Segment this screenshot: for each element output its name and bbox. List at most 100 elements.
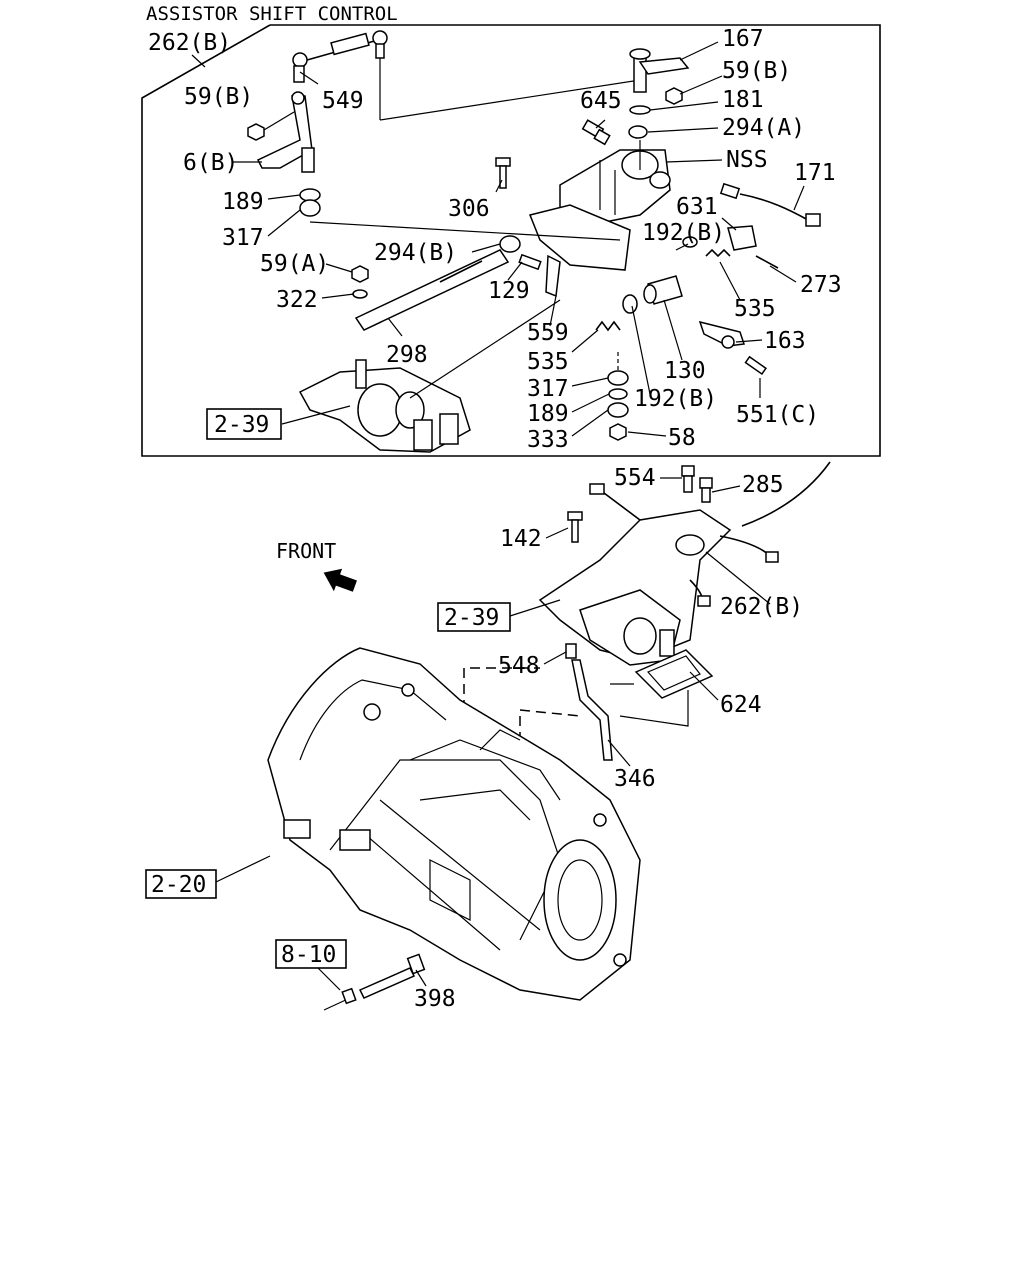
spring-535-a	[705, 248, 731, 258]
pin-129	[518, 253, 542, 271]
callout-262b-top: 262(B)	[148, 30, 231, 56]
leader-262b-top	[191, 54, 206, 68]
bushing-317-b	[607, 370, 629, 386]
callout-548: 548	[498, 653, 540, 679]
callout-192b-b: 192(B)	[634, 386, 717, 412]
callout-559: 559	[527, 320, 569, 346]
fitting-548	[565, 643, 577, 659]
washer-189-a	[299, 188, 321, 202]
callout-322: 322	[276, 287, 318, 313]
callout-189-b: 189	[527, 401, 569, 427]
assembly-line-a	[309, 221, 621, 241]
nut-59b-left	[247, 123, 265, 141]
washer-322	[352, 289, 368, 299]
callout-59b-left: 59(B)	[184, 84, 253, 110]
callout-398: 398	[414, 986, 456, 1012]
shift-assembly-installed	[538, 483, 779, 666]
nut-59a	[351, 265, 369, 283]
switch-285	[699, 477, 713, 503]
ref-box-8-10[interactable]	[275, 939, 347, 969]
plate-624	[634, 649, 714, 699]
link-line-b	[379, 79, 641, 121]
front-arrow-icon	[323, 568, 357, 592]
sweep-arc	[741, 461, 831, 527]
callout-317-a: 317	[222, 225, 264, 251]
switch-645	[581, 119, 611, 146]
transmission-case	[267, 647, 641, 1001]
switch-554	[681, 465, 695, 493]
callout-285: 285	[742, 472, 784, 498]
callout-346: 346	[614, 766, 656, 792]
dash-line-b	[519, 709, 581, 790]
bushing-294a	[628, 125, 648, 139]
link-line-624	[619, 690, 689, 727]
callout-6b: 6(B)	[183, 150, 238, 176]
ref-2-39-top[interactable]: 2-39	[214, 412, 269, 438]
assistor-cylinder-top	[298, 359, 471, 453]
callout-262b-mid: 262(B)	[720, 594, 803, 620]
callout-631: 631	[676, 194, 718, 220]
ref-box-2-39-top[interactable]	[206, 408, 282, 440]
callout-192b-a: 192(B)	[642, 220, 725, 246]
bolt-8-10	[341, 987, 357, 1005]
callout-163: 163	[764, 328, 806, 354]
leader-lines-bottom	[215, 477, 771, 991]
diagram-title: ASSISTOR SHIFT CONTROL	[146, 3, 398, 25]
callout-59b-right: 59(B)	[722, 58, 791, 84]
front-label: FRONT	[276, 539, 336, 563]
callout-551c: 551(C)	[736, 402, 819, 428]
shaft-298	[354, 249, 510, 331]
callout-298: 298	[386, 342, 428, 368]
bolt-142	[567, 511, 583, 543]
callout-181: 181	[722, 87, 764, 113]
bushing-294b	[499, 235, 521, 253]
sleeve-130	[643, 275, 683, 305]
assistor-panel-border	[141, 24, 881, 457]
rod-end-549	[292, 30, 388, 83]
lever-167	[629, 48, 690, 93]
bushing-317-a	[299, 199, 321, 217]
callout-129: 129	[488, 278, 530, 304]
bushing-333	[607, 402, 629, 418]
callout-130: 130	[664, 358, 706, 384]
shift-housing	[528, 149, 671, 271]
bracket-631	[727, 225, 779, 269]
callout-317-b: 317	[527, 376, 569, 402]
bolt-398	[358, 953, 426, 999]
hose-346	[571, 659, 613, 761]
callout-294b: 294(B)	[374, 240, 457, 266]
ref-box-2-20[interactable]	[145, 869, 217, 899]
bolt-306	[495, 157, 511, 189]
callout-624: 624	[720, 692, 762, 718]
pin-559	[545, 254, 561, 298]
ref-2-20[interactable]: 2-20	[151, 872, 206, 898]
callout-294a: 294(A)	[722, 115, 805, 141]
callout-306: 306	[448, 196, 490, 222]
ref-box-2-39-mid[interactable]	[437, 602, 511, 632]
callout-189-a: 189	[222, 189, 264, 215]
assembly-line-b	[409, 299, 561, 399]
callout-333: 333	[527, 427, 569, 453]
leader-lines-top	[232, 41, 805, 437]
callout-645: 645	[580, 88, 622, 114]
callout-167: 167	[722, 26, 764, 52]
callout-59a: 59(A)	[260, 251, 329, 277]
callout-142: 142	[500, 526, 542, 552]
washer-189-b	[608, 388, 628, 400]
callout-58: 58	[668, 425, 696, 451]
sensor-171	[719, 182, 821, 227]
callout-535-a: 535	[734, 296, 776, 322]
ref-8-10[interactable]: 8-10	[281, 942, 336, 968]
nut-58	[609, 423, 627, 441]
lever-6b	[256, 91, 315, 173]
callout-171: 171	[794, 160, 836, 186]
callout-273: 273	[800, 272, 842, 298]
callout-535-b: 535	[527, 349, 569, 375]
ref-2-39-mid[interactable]: 2-39	[444, 605, 499, 631]
callout-549: 549	[322, 88, 364, 114]
nut-59b-right	[665, 87, 683, 105]
callout-nss: NSS	[726, 147, 768, 173]
spring-535-b	[595, 320, 621, 332]
lever-163	[698, 320, 746, 349]
